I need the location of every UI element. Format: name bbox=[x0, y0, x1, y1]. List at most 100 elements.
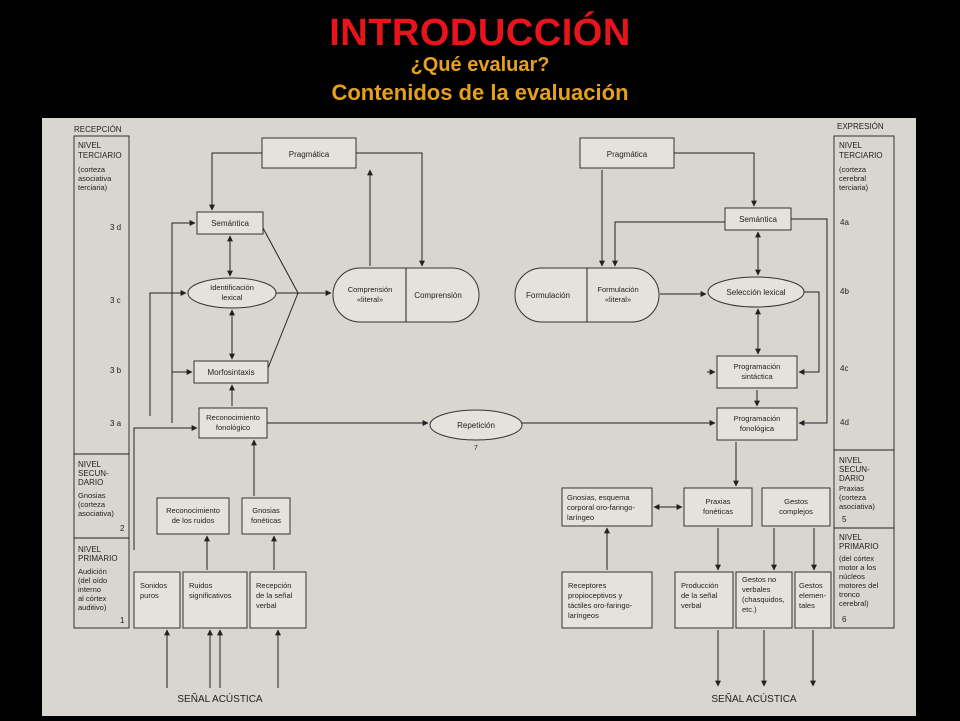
svg-text:Praxias: Praxias bbox=[839, 484, 864, 493]
slide-title: INTRODUCCIÓN bbox=[329, 12, 631, 54]
repeticion-ellipse bbox=[429, 409, 523, 441]
right-senal-acustica: SEÑAL ACÚSTICA bbox=[711, 692, 797, 705]
gnosias-esquema-label-2: corporal oro-faringo- bbox=[567, 503, 635, 512]
produccion-senal-box bbox=[674, 571, 734, 629]
reconocimiento-ruidos-label-1: Reconocimiento bbox=[166, 506, 220, 515]
identificacion-lexical-label-1: Identificación bbox=[210, 283, 254, 292]
repeticion-number: 7 bbox=[474, 445, 478, 452]
level-4a: 4a bbox=[840, 218, 849, 227]
programacion-fonologica-box bbox=[716, 407, 798, 441]
left-primary-label: NIVEL PRIMARIO Audición (del oído intern… bbox=[78, 545, 125, 625]
svg-text:asociativa): asociativa) bbox=[839, 502, 875, 511]
svg-text:SECUN-: SECUN- bbox=[839, 465, 870, 474]
ruidos-significativos-box bbox=[182, 571, 248, 629]
svg-text:DARIO: DARIO bbox=[78, 478, 103, 487]
level-4b: 4b bbox=[840, 287, 849, 296]
morfosintaxis-label: Morfosintaxis bbox=[207, 368, 254, 377]
left-pragmatica-label: Pragmática bbox=[289, 150, 330, 159]
right-primary-label: NIVEL PRIMARIO (del córtex motor a los n… bbox=[839, 533, 879, 624]
praxias-foneticas-label-1: Praxias bbox=[705, 497, 730, 506]
svg-text:(del oído: (del oído bbox=[78, 576, 107, 585]
praxias-foneticas-label-2: fonéticas bbox=[703, 507, 733, 516]
formulacion-literal-label-2: «literal» bbox=[605, 295, 631, 304]
reconocimiento-fonologico-label-1: Reconocimiento bbox=[206, 413, 260, 422]
svg-text:motores del: motores del bbox=[839, 581, 879, 590]
gnosias-esquema-label-3: laríngeo bbox=[567, 513, 594, 522]
level-3b: 3 b bbox=[110, 366, 122, 375]
left-senal-acustica: SEÑAL ACÚSTICA bbox=[177, 692, 263, 705]
gestos-complejos-label-1: Gestos bbox=[784, 497, 808, 506]
gestos-no-verbales-label-1: Gestos no bbox=[742, 575, 776, 584]
level-4d: 4d bbox=[840, 418, 849, 427]
slide-question: ¿Qué evaluar? bbox=[410, 54, 550, 76]
right-connectors bbox=[522, 152, 828, 687]
svg-text:(corteza: (corteza bbox=[839, 165, 867, 174]
programacion-sintactica-box bbox=[716, 355, 798, 389]
gnosias-foneticas-box bbox=[241, 497, 291, 535]
level-3c: 3 c bbox=[110, 296, 121, 305]
gestos-no-verbales-label-4: etc.) bbox=[742, 605, 757, 614]
praxias-foneticas-box bbox=[683, 487, 753, 527]
right-secondary-label: NIVEL SECUN- DARIO Praxias (corteza asoc… bbox=[839, 456, 875, 524]
svg-text:(corteza: (corteza bbox=[839, 493, 867, 502]
gestos-elementales-label-3: tales bbox=[799, 601, 815, 610]
svg-text:PRIMARIO: PRIMARIO bbox=[78, 554, 118, 563]
programacion-fonologica-label-2: fonológica bbox=[740, 424, 775, 433]
level-3d: 3 d bbox=[110, 223, 121, 232]
produccion-senal-label-1: Producción bbox=[681, 581, 719, 590]
svg-text:motor a los: motor a los bbox=[839, 563, 876, 572]
receptores-label-1: Receptores bbox=[568, 581, 607, 590]
sonidos-puros-label-2: puros bbox=[140, 591, 159, 600]
reconocimiento-ruidos-label-2: de los ruidos bbox=[172, 516, 215, 525]
svg-text:núcleos: núcleos bbox=[839, 572, 865, 581]
gnosias-esquema-label-1: Gnosias, esquema bbox=[567, 493, 630, 502]
svg-text:(corteza: (corteza bbox=[78, 165, 106, 174]
level-3a: 3 a bbox=[110, 419, 122, 428]
right-pragmatica-label: Pragmática bbox=[607, 150, 648, 159]
gestos-no-verbales-box bbox=[735, 571, 793, 629]
programacion-sintactica-label-2: sintáctica bbox=[741, 372, 773, 381]
svg-text:cerebral): cerebral) bbox=[839, 599, 869, 608]
gestos-complejos-box bbox=[761, 487, 831, 527]
receptores-label-4: laríngeos bbox=[568, 611, 599, 620]
produccion-senal-label-2: de la señal bbox=[681, 591, 718, 600]
svg-text:terciaria): terciaria) bbox=[839, 183, 869, 192]
reception-header: RECEPCIÓN bbox=[74, 125, 122, 134]
expression-column bbox=[833, 135, 895, 629]
svg-text:NIVEL: NIVEL bbox=[839, 533, 863, 542]
gestos-elementales-label-1: Gestos bbox=[799, 581, 823, 590]
slide-subtitle: Contenidos de la evaluación bbox=[331, 80, 629, 105]
sonidos-puros-box bbox=[133, 571, 181, 629]
svg-text:SECUN-: SECUN- bbox=[78, 469, 109, 478]
recepcion-senal-box bbox=[249, 571, 307, 629]
ruidos-significativos-label-1: Ruidos bbox=[189, 581, 213, 590]
ruidos-significativos-label-2: significativos bbox=[189, 591, 232, 600]
svg-text:auditivo): auditivo) bbox=[78, 603, 107, 612]
gestos-elementales-box bbox=[794, 571, 832, 629]
language-model-diagram: RECEPCIÓN NIVEL TERCIARIO (corteza asoci… bbox=[42, 118, 916, 716]
gestos-complejos-label-2: complejos bbox=[779, 507, 813, 516]
sonidos-puros-label-1: Sonidos bbox=[140, 581, 167, 590]
recepcion-senal-label-2: de la señal bbox=[256, 591, 293, 600]
svg-text:terciaria): terciaria) bbox=[78, 183, 108, 192]
svg-text:TERCIARIO: TERCIARIO bbox=[839, 151, 883, 160]
svg-text:(corteza: (corteza bbox=[78, 500, 106, 509]
left-connectors bbox=[133, 152, 429, 688]
reconocimiento-ruidos-box bbox=[156, 497, 230, 535]
formulacion-literal-label-1: Formulación bbox=[597, 285, 638, 294]
seleccion-lexical-label: Selección lexical bbox=[726, 288, 785, 297]
gestos-no-verbales-label-2: verbales bbox=[742, 585, 771, 594]
identificacion-lexical-label-2: lexical bbox=[222, 293, 243, 302]
left-secondary-label: NIVEL SECUN- DARIO Gnosias (corteza asoc… bbox=[78, 460, 125, 533]
svg-text:al córtex: al córtex bbox=[78, 594, 107, 603]
svg-text:NIVEL: NIVEL bbox=[78, 460, 102, 469]
recepcion-senal-label-1: Recepción bbox=[256, 581, 291, 590]
svg-text:NIVEL: NIVEL bbox=[839, 141, 863, 150]
receptores-label-3: táctiles oro-faringo- bbox=[568, 601, 633, 610]
svg-text:TERCIARIO: TERCIARIO bbox=[78, 151, 122, 160]
left-semantica-label: Semántica bbox=[211, 219, 249, 228]
svg-text:NIVEL: NIVEL bbox=[78, 545, 102, 554]
svg-text:1: 1 bbox=[120, 616, 125, 625]
svg-text:5: 5 bbox=[842, 515, 847, 524]
expression-header: EXPRESIÓN bbox=[837, 122, 884, 131]
